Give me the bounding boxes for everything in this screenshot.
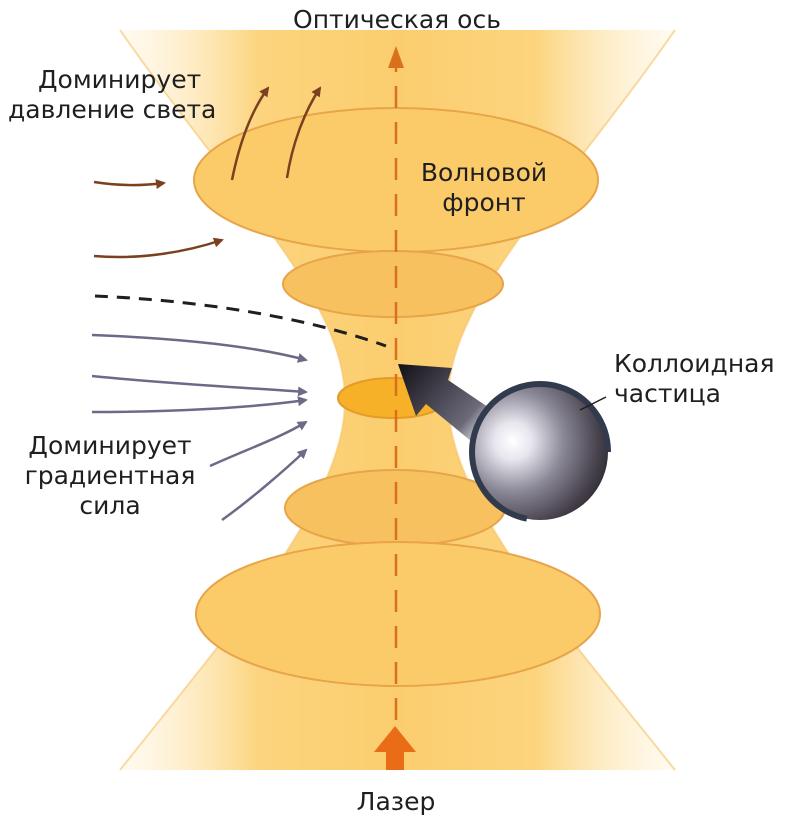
laser-input-arrow	[374, 726, 416, 770]
light-pressure-label-line1: Доминирует	[38, 65, 202, 94]
gradient-label-line2: градиентная	[24, 461, 196, 490]
gradient-arrow-2	[91, 374, 308, 397]
particle-label-line1: Коллоидная	[614, 349, 775, 378]
colloidal-particle-rim	[469, 381, 611, 523]
pressure-arrow-1	[230, 86, 270, 181]
optical-axis-arrowhead	[388, 46, 404, 68]
light-pressure-label-line2: давление света	[8, 95, 217, 124]
gradient-label-line1: Доминирует	[28, 431, 192, 460]
pressure-arrow-3	[93, 179, 166, 190]
wavefront-label-line2: фронт	[442, 188, 526, 217]
pressure-arrow-2	[285, 86, 322, 179]
gradient-label-line3: сила	[79, 491, 141, 520]
gradient-arrow-4	[209, 420, 308, 468]
wavefront-upper	[282, 250, 504, 318]
gradient-arrow-5	[221, 448, 308, 522]
optical-axis-label: Оптическая ось	[293, 5, 501, 34]
colloidal-particle	[472, 384, 608, 520]
wavefront-bottom	[195, 541, 601, 687]
particle-leader-line	[579, 396, 607, 411]
laser-label: Лазер	[356, 787, 436, 816]
gradient-arrow-1	[91, 333, 308, 363]
wavefront-label-line1: Волновой	[420, 158, 548, 187]
gradient-arrow-3	[91, 396, 308, 414]
particle-label-line2: частица	[614, 379, 721, 408]
pressure-arrow-4	[93, 237, 224, 259]
